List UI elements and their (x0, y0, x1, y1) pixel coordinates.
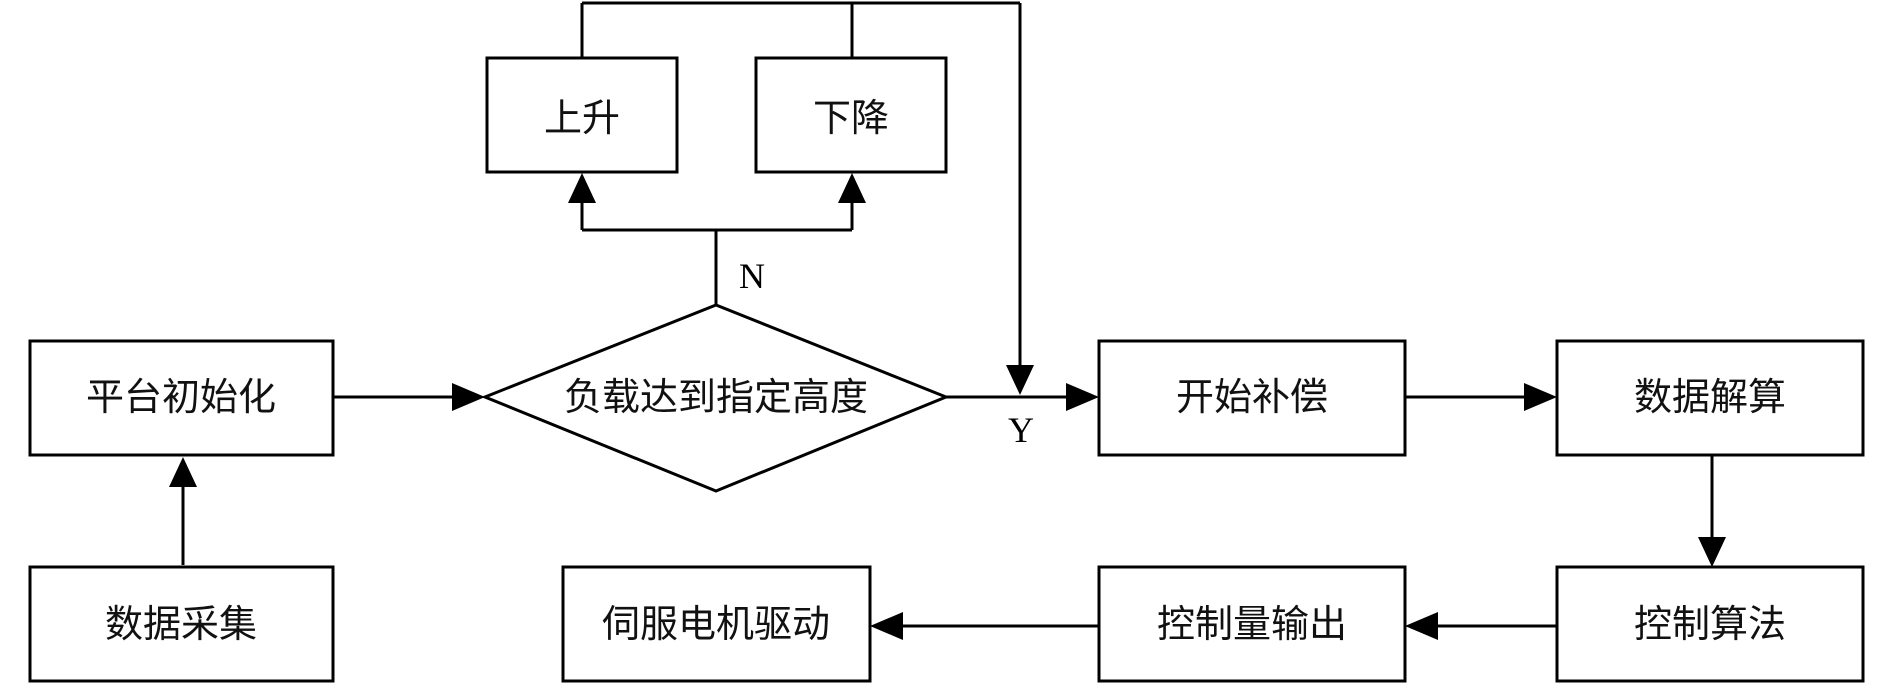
node-down: 下降 (754, 56, 948, 174)
arrowhead-down (838, 173, 866, 203)
node-start-compensation: 开始补偿 (1097, 339, 1407, 457)
connectors (169, 1, 1726, 640)
node-start-compensation-label: 开始补偿 (1176, 375, 1328, 419)
arrowhead-algorithm (1698, 537, 1726, 567)
node-decision-label: 负载达到指定高度 (564, 375, 868, 419)
node-control-algorithm: 控制算法 (1555, 565, 1865, 683)
node-init-label: 平台初始化 (86, 375, 276, 419)
node-data-solve-label: 数据解算 (1634, 375, 1786, 419)
node-control-output: 控制量输出 (1097, 565, 1407, 683)
node-init: 平台初始化 (28, 339, 335, 457)
node-up-label: 上升 (544, 96, 620, 140)
node-collect: 数据采集 (28, 565, 335, 683)
arrowhead-start (1066, 383, 1099, 411)
node-control-output-label: 控制量输出 (1157, 602, 1347, 646)
arrowhead-servo (870, 612, 903, 640)
node-decision: 负载达到指定高度 (480, 303, 951, 493)
node-control-algorithm-label: 控制算法 (1634, 602, 1786, 646)
node-data-solve: 数据解算 (1555, 339, 1865, 457)
node-servo-drive: 伺服电机驱动 (561, 565, 872, 683)
arrowhead-decision (452, 383, 485, 411)
arrowhead-loop (1006, 365, 1034, 395)
arrowhead-output (1405, 612, 1438, 640)
node-collect-label: 数据采集 (105, 602, 257, 646)
node-down-label: 下降 (813, 96, 889, 140)
branch-yes-label: Y (1008, 410, 1034, 450)
arrowhead-up (568, 173, 596, 203)
node-up: 上升 (485, 56, 679, 174)
arrowhead-solve (1524, 383, 1557, 411)
branch-no-label: N (739, 256, 765, 296)
node-servo-drive-label: 伺服电机驱动 (602, 602, 830, 646)
arrowhead-init (169, 457, 197, 487)
